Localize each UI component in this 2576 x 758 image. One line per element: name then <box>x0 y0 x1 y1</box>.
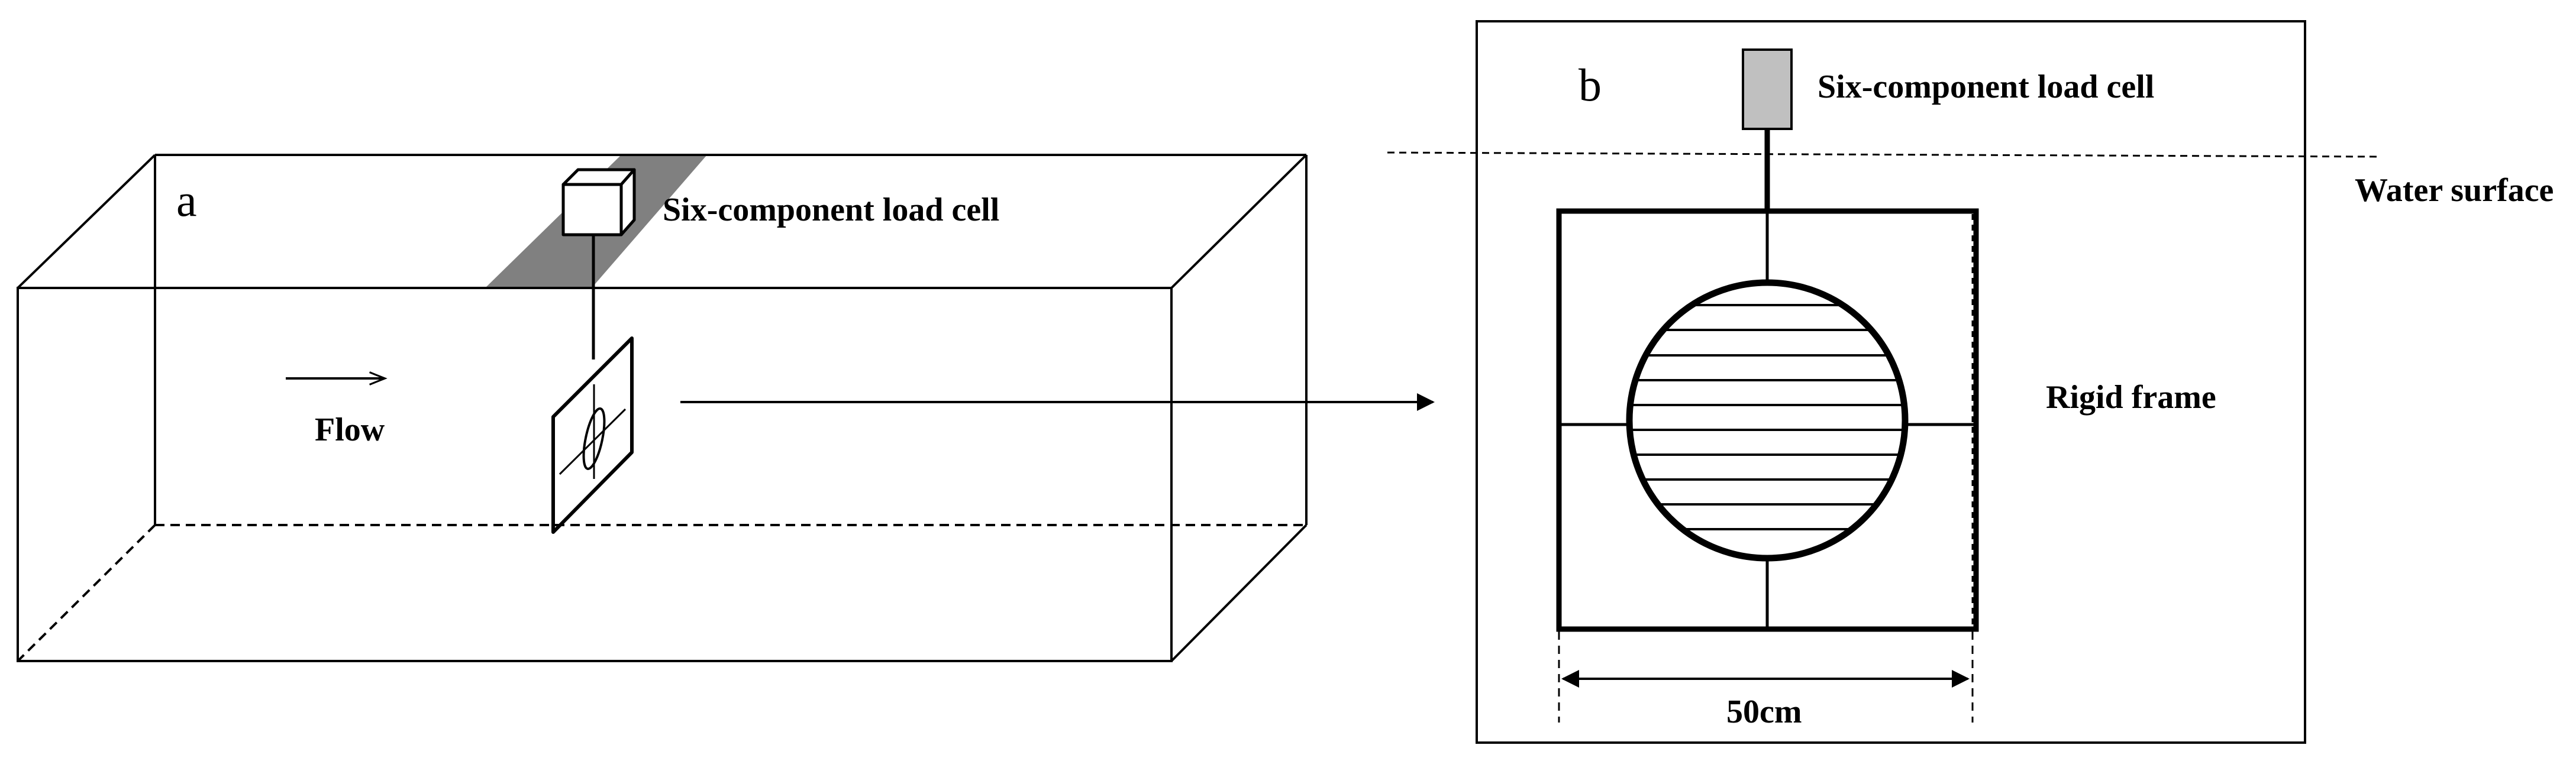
dimension-guides <box>1558 631 1974 723</box>
circular-net-ring <box>1626 279 1909 562</box>
frame-perspective <box>551 336 634 534</box>
panel-a: a Six-component load cell Flow <box>17 154 1435 662</box>
net-hatching <box>1631 304 1903 530</box>
panel-b-label: b <box>1578 59 1602 111</box>
panel-b-load-cell-label: Six-component load cell <box>1818 69 2154 105</box>
load-cell-b <box>1742 48 1793 130</box>
frame-cross-members <box>1559 211 1976 629</box>
flume-hidden-edges <box>17 524 1306 662</box>
rigid-frame-label: Rigid frame <box>2046 379 2216 416</box>
flow-label: Flow <box>315 412 385 448</box>
flume-box <box>17 154 1308 662</box>
panel-b: b Six-component load cell Water surface … <box>1387 20 2554 744</box>
load-cell-cube <box>561 168 636 237</box>
panel-a-load-cell-label: Six-component load cell <box>663 192 999 228</box>
dimension-label: 50cm <box>1726 694 1802 730</box>
panel-a-label: a <box>176 174 197 226</box>
water-surface-line <box>1387 151 2379 158</box>
water-surface-label: Water surface <box>2355 172 2554 209</box>
panel-b-border <box>1476 20 2306 744</box>
